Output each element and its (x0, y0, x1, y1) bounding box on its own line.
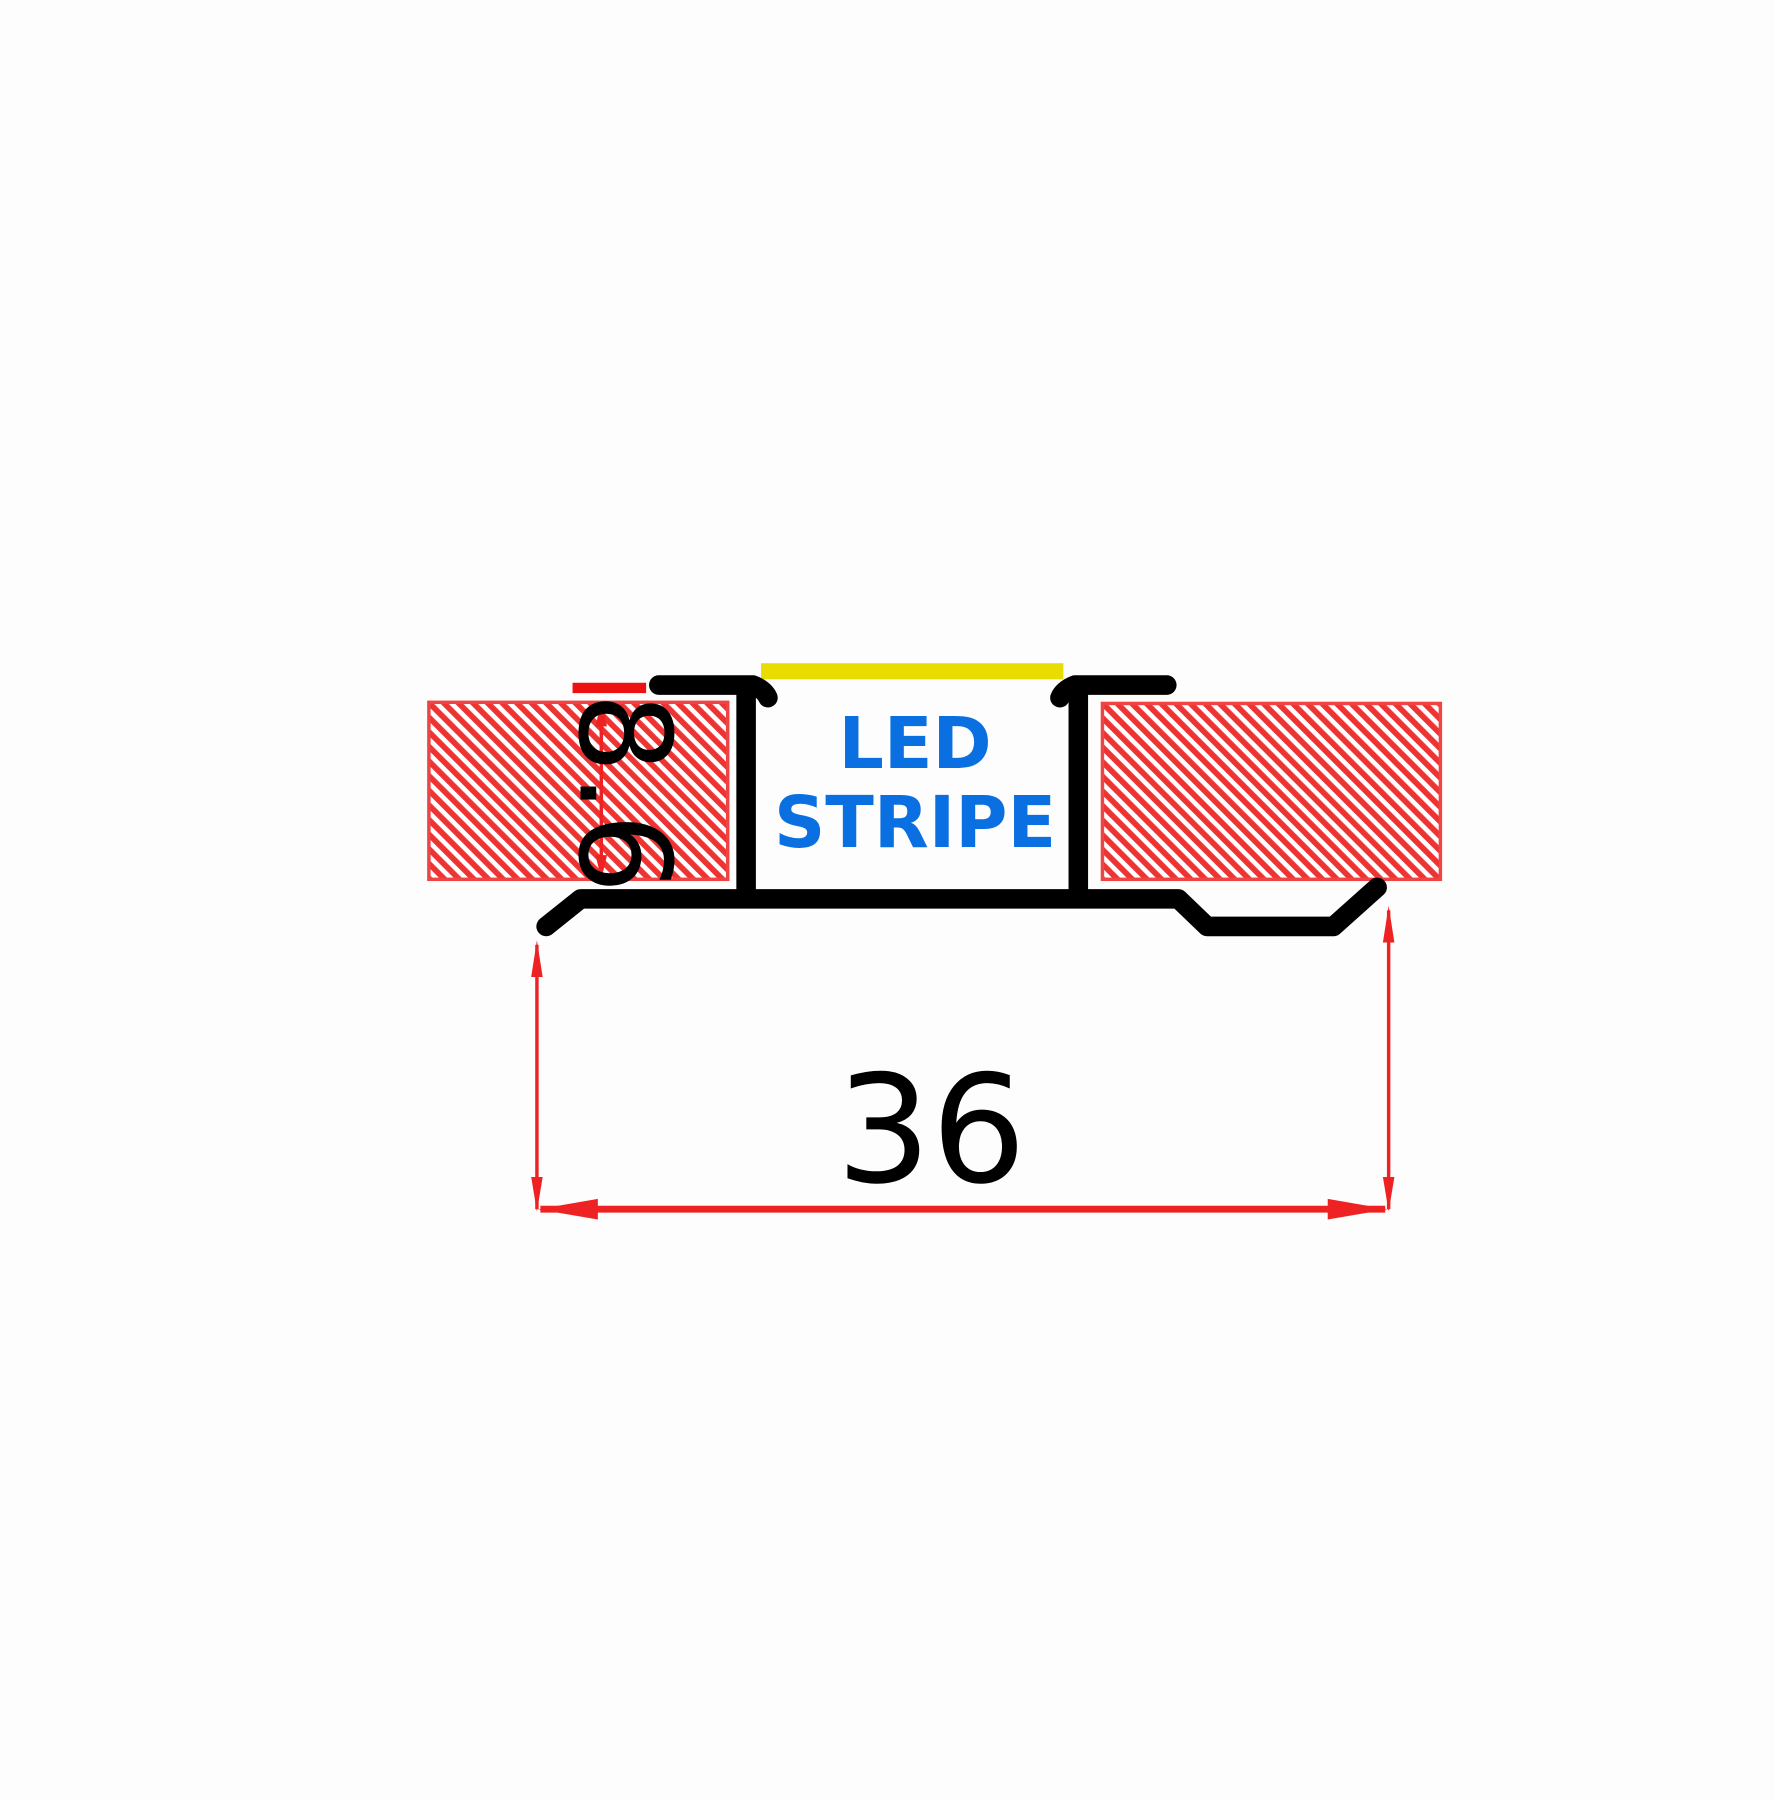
height-dimension: 8.6 (551, 693, 698, 894)
led-label-line1: LED (838, 702, 991, 785)
top-edge-marker (572, 682, 647, 694)
width-dimension-label: 36 (836, 1044, 1026, 1218)
led-label-line2: STRIPE (774, 781, 1056, 864)
height-dimension-label: 8.6 (551, 693, 698, 894)
aluminium-profile (536, 675, 1387, 937)
width-dimension (531, 905, 1395, 1220)
wall-right-hatched (1100, 701, 1443, 882)
led-strip (761, 663, 1064, 680)
wall-left-hatched (427, 700, 730, 882)
